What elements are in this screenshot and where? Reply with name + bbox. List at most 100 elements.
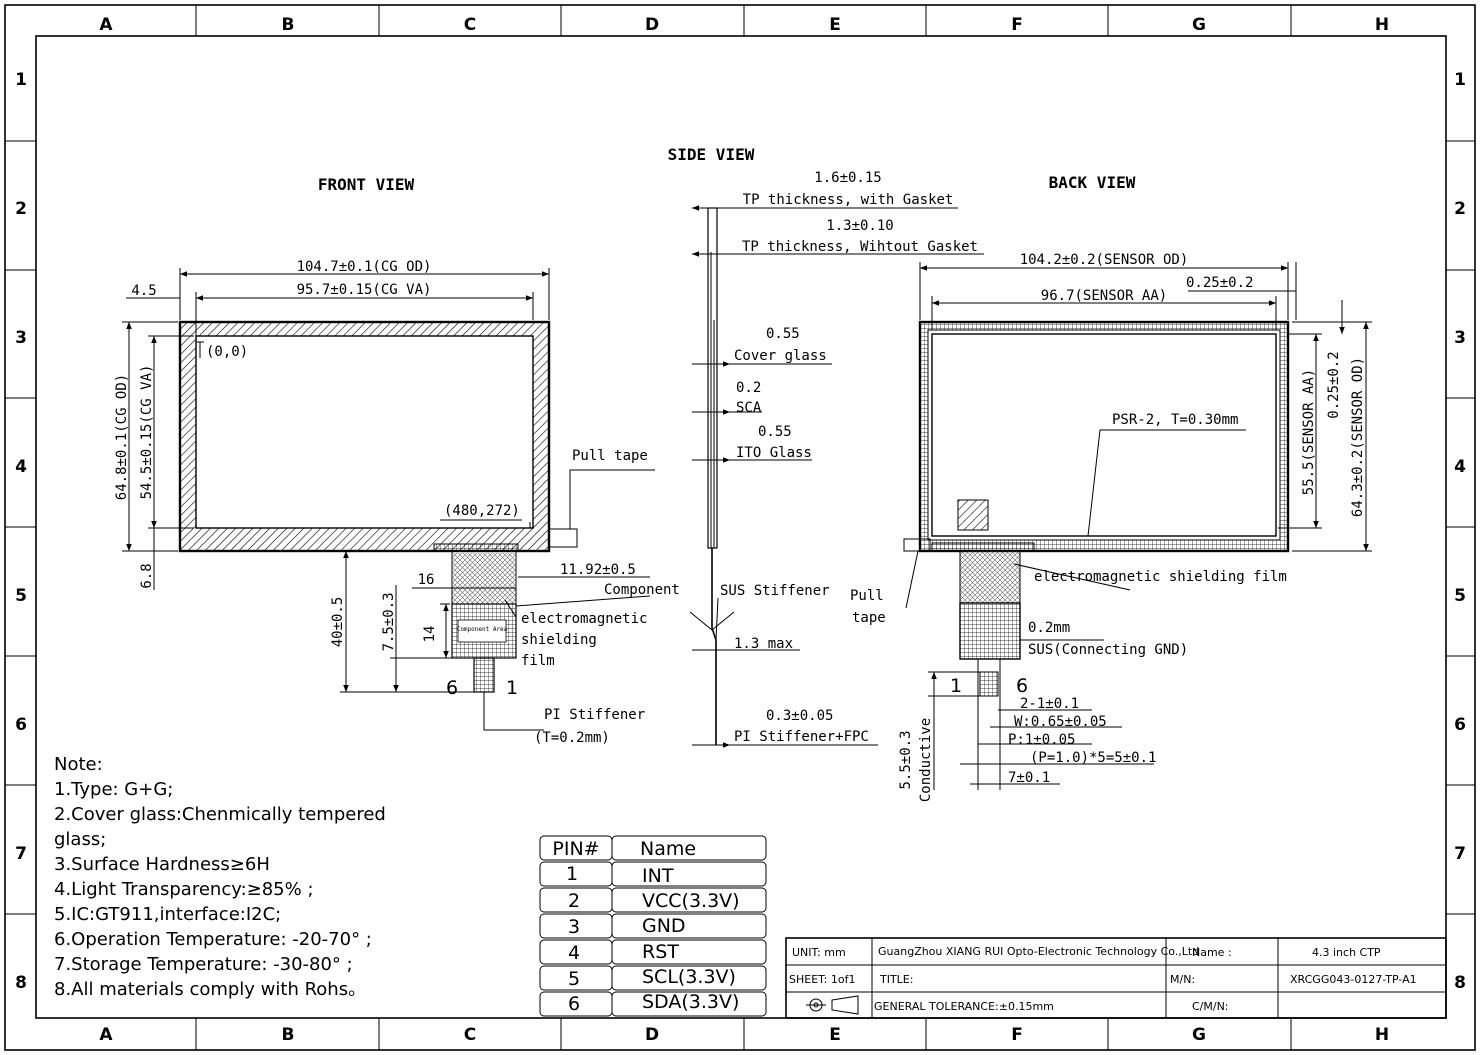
note-2: 2.Cover glass:Chenmically tempered [54,804,386,825]
col-e: E [829,1025,841,1045]
pull-tape [548,528,578,548]
side-view-title: SIDE VIEW [668,145,755,164]
pin-number: 2 [568,890,580,912]
row-8: 8 [15,973,27,993]
row-1: 1 [1454,70,1466,90]
col-b: B [282,1025,295,1045]
col-e: E [829,15,841,35]
row-2: 2 [15,199,27,219]
note-1: 1.Type: G+G; [54,779,173,800]
side-view: SIDE VIEW 1.6±0.15 TP thickness, with Ga… [668,145,984,748]
em-film-line-3: film [521,653,555,669]
pi-fpc-value: 0.3±0.05 [766,708,833,724]
row-1: 1 [15,70,27,90]
row-4: 4 [15,457,27,477]
note-5: 5.IC:GT911,interface:I2C; [54,904,281,925]
row-7: 7 [15,844,27,864]
back-view-title: BACK VIEW [1049,173,1136,192]
cover-glass-label: Cover glass [734,348,827,364]
pin-number: 3 [568,916,580,938]
sca-label: SCA [736,400,762,416]
sus-thickness: 0.2mm [1028,620,1070,636]
col-a: A [99,1025,113,1045]
row-8: 8 [1454,973,1466,993]
notes: Note: 1.Type: G+G; 2.Cover glass:Chenmic… [54,754,386,1000]
sensor-active-area [931,333,1277,537]
em-film-line-1: electromagnetic [521,611,647,627]
col-c: C [464,15,476,35]
sca-value: 0.2 [736,380,761,396]
unit-label: UNIT: mm [792,946,846,959]
title-label: TITLE: [879,973,913,986]
dim-sensor-aa: 96.7(SENSOR AA) [1041,288,1167,304]
dim-d2: W:0.65±0.05 [1014,714,1107,730]
pin-name: SDA(3.3V) [642,991,739,1013]
pi-fpc-label: PI Stiffener+FPC [734,729,869,745]
row-labels-right: 1 2 3 4 5 6 7 8 [1454,70,1466,993]
pin-name: INT [642,865,674,887]
dim-sensor-od: 104.2±0.2(SENSOR OD) [1020,252,1189,268]
ito-glass-value: 0.55 [758,424,792,440]
table-row: 2 VCC(3.3V) [539,887,767,913]
panel-stack [707,207,718,549]
row-5: 5 [1454,586,1466,606]
dim-40: 40±0.5 [330,597,346,648]
front-view-title: FRONT VIEW [318,175,415,194]
cover-glass-value: 0.55 [766,326,800,342]
conductive-label: Conductive [918,718,934,802]
name-label: Name : [1192,946,1232,959]
col-d: D [645,1025,659,1045]
note-3: 3.Surface Hardness≥6H [54,854,270,875]
back-pin-1: 1 [950,675,962,697]
row-7: 7 [1454,844,1466,864]
pin-number: 6 [568,993,580,1015]
dim-7-5: 7.5±0.3 [381,592,397,651]
dim-left-margin: 4.5 [131,283,156,299]
em-film-line-2: shielding [521,632,597,648]
dim-d3: P:1±0.05 [1008,732,1075,748]
pin-table: PIN# Name 1 INT 2 VCC(3.3V) 3 GND 4 RST … [539,835,767,1017]
dim-height-sensor-od: 64.3±0.2(SENSOR OD) [1350,357,1366,517]
company-name: GuangZhou XIANG RUI Opto-Electronic Tech… [878,945,1199,958]
row-5: 5 [15,586,27,606]
title-block: UNIT: mm GuangZhou XIANG RUI Opto-Electr… [785,937,1447,1019]
name-value: 4.3 inch CTP [1312,946,1381,959]
sheet-frame [4,4,1476,1051]
dim-height-sensor-aa: 55.5(SENSOR AA) [1301,369,1317,495]
col-h: H [1375,15,1389,35]
row-6: 6 [15,715,27,735]
cmn-label: C/M/N: [1192,1000,1229,1013]
dim-height-cg-od: 64.8±0.1(CG OD) [114,374,130,500]
max-thickness: 1.3 max [734,636,793,652]
general-tolerance: GENERAL TOLERANCE:±0.15mm [874,1000,1054,1013]
back-pin-6: 6 [1016,675,1028,697]
table-row: 4 RST [539,939,767,965]
dim-tail-offset: 11.92±0.5 [560,562,636,578]
col-g: G [1192,15,1206,35]
row-6: 6 [1454,715,1466,735]
sheet-label: SHEET: 1of1 [789,973,855,986]
pin-name: VCC(3.3V) [642,890,740,912]
col-f: F [1011,1025,1023,1045]
dim-d5: 7±0.1 [1008,770,1050,786]
viewing-area [195,335,534,529]
col-d: D [645,15,659,35]
origin-label: (0,0) [206,344,248,360]
table-row: 3 GND [539,913,767,939]
pin-name: GND [642,915,686,937]
back-pull-tape-label-2: tape [852,610,886,626]
pin-number: 5 [568,968,580,990]
pi-stiffener-label: PI Stiffener [544,707,645,723]
note-2-cont: glass; [54,829,106,850]
notes-heading: Note: [54,754,103,775]
psr-area [957,499,989,531]
pin-number: 1 [566,863,578,885]
pin-header-number: PIN# [552,838,599,860]
ito-glass-label: ITO Glass [736,445,812,461]
dim-bottom-margin: 6.8 [139,563,155,588]
dim-5-5: 5.5±0.3 [898,730,914,789]
dim-cg-va: 95.7±0.15(CG VA) [297,282,432,298]
component-area-label: Component Area [457,626,508,633]
dim-16: 16 [418,572,435,588]
